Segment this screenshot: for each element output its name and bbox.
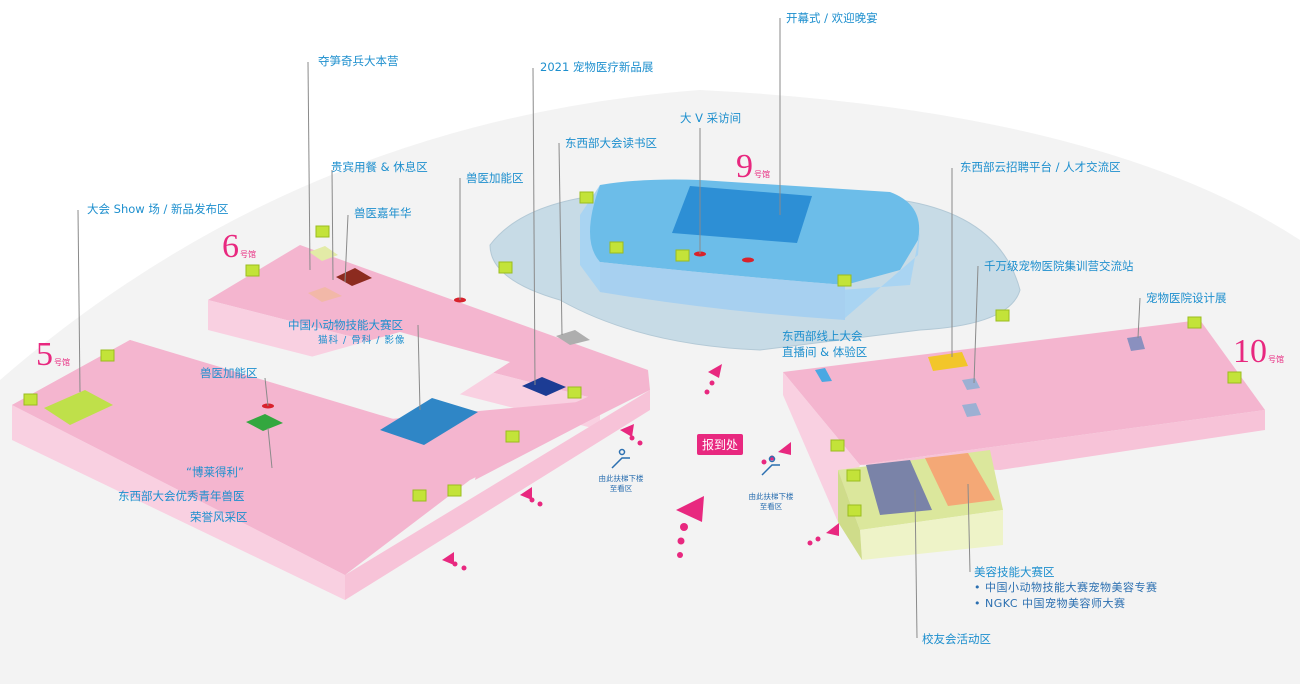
escalator-left-line2: 至看区 [609, 484, 633, 493]
label-newproducts: 2021 宠物医疗新品展 [540, 60, 654, 74]
hall-6-top [208, 245, 648, 400]
escalator-left-line1: 由此扶梯下楼 [598, 474, 644, 483]
beauty-zone-front [860, 510, 1003, 560]
label-reading: 东西部大会读书区 [565, 136, 657, 150]
hall-10-top [783, 320, 1265, 465]
training-zone-a [962, 378, 980, 390]
label-beauty-sub2: • NGKC 中国宠物美容师大赛 [974, 597, 1126, 610]
label-beauty: 美容技能大赛区 [974, 565, 1055, 579]
escalator-note-left: 由此扶梯下楼 至看区 [586, 474, 656, 494]
label-vip: 贵宾用餐 & 休息区 [331, 160, 428, 174]
label-skills-2: 猫科 / 骨科 / 影像 [318, 335, 406, 346]
online-zone [815, 368, 832, 382]
bigv-zone [672, 186, 812, 243]
escalator-right-line1: 由此扶梯下楼 [748, 492, 794, 501]
yellow-zone [309, 246, 338, 261]
beauty-orange-area [925, 453, 995, 506]
hall-5-top-main [12, 340, 650, 575]
skills-zone [380, 398, 478, 445]
label-bigv: 大 V 采访间 [680, 111, 742, 125]
courtyard [300, 332, 510, 420]
label-skills-1: 中国小动物技能大赛区 [288, 318, 403, 332]
leader-lines [77, 18, 1141, 639]
grey-zone [556, 330, 590, 345]
escalator-right-line2: 至看区 [759, 502, 783, 511]
label-vetboost5: 兽医加能区 [200, 366, 258, 380]
register-desk: 报到处 [697, 434, 744, 455]
label-online-1: 东西部线上大会 [782, 329, 863, 343]
label-training: 千万级宠物医院集训营交流站 [984, 259, 1134, 273]
label-youth-2: 荣誉风采区 [190, 510, 248, 524]
yellow-zone-10 [928, 352, 968, 371]
showfield-zone [44, 390, 113, 425]
hall-6-number: 6号馆 [222, 228, 256, 265]
label-alumni: 校友会活动区 [922, 632, 991, 646]
direction-arrows [442, 364, 839, 571]
label-duosun: 夺笋奇兵大本营 [318, 54, 399, 68]
dark-blue-zone [522, 377, 566, 396]
label-carnival: 兽医嘉年华 [354, 206, 412, 220]
hall-5-front-right [345, 390, 650, 600]
label-boshi: “博莱得利” [186, 465, 244, 479]
red-marker-9b [742, 257, 754, 263]
training-zone-b [962, 403, 981, 417]
escalator-icons [611, 448, 780, 476]
salmon-zone [308, 287, 342, 302]
hall-5-front-left [12, 405, 345, 600]
label-online-2: 直播间 & 体验区 [782, 345, 868, 359]
label-recruit: 东西部云招聘平台 / 人才交流区 [960, 160, 1121, 174]
restroom-icons [23, 191, 1242, 517]
label-design: 宠物医院设计展 [1146, 291, 1227, 305]
hall-9-number: 9号馆 [736, 148, 770, 185]
label-showfield: 大会 Show 场 / 新品发布区 [87, 202, 229, 216]
escalator-note-right: 由此扶梯下楼 至看区 [736, 492, 806, 512]
label-opening: 开幕式 / 欢迎晚宴 [786, 11, 878, 25]
green-zone [246, 414, 283, 431]
hall-10-number: 10号馆 [1233, 333, 1284, 370]
hall-5-number: 5号馆 [36, 336, 70, 373]
hall-9-front [600, 262, 845, 320]
label-vetboost6: 兽医加能区 [466, 171, 524, 185]
label-youth-1: 东西部大会优秀青年兽医 [118, 489, 245, 503]
label-beauty-sub1: • 中国小动物技能大赛宠物美容专赛 [974, 581, 1158, 594]
design-zone [1127, 336, 1145, 351]
